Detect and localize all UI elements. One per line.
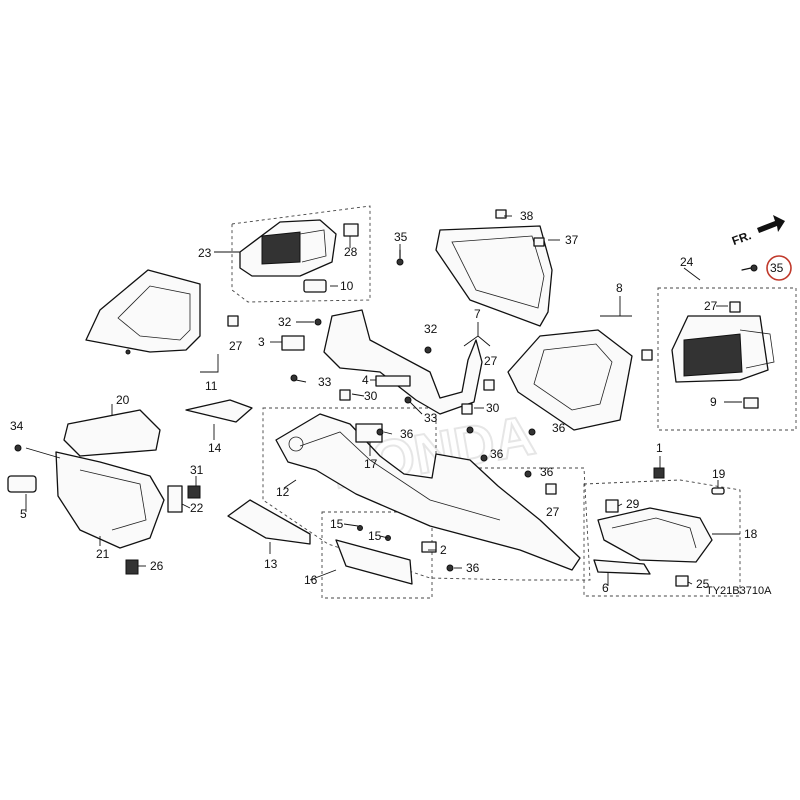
part-3-bracket xyxy=(281,335,305,351)
callout-33-label: 33 xyxy=(318,375,332,389)
callout-27-label: 27 xyxy=(229,339,243,353)
part-2-clip xyxy=(421,541,437,553)
part-23-vent-assembly xyxy=(239,219,337,277)
callout-10-label: 10 xyxy=(340,279,354,293)
part-20-column-cover-upper xyxy=(63,409,161,457)
callout-14-label: 14 xyxy=(208,441,222,455)
part-21-column-cover-lower xyxy=(55,451,165,549)
callout-36-label: 36 xyxy=(552,421,566,435)
part-14-trim xyxy=(185,399,253,423)
callout-labels: 23 28 10 35 38 37 8 24 27 9 35 7 32 3 32 27 4 33 30 33 30 27 1… xyxy=(10,209,784,595)
part-8-right-panel xyxy=(507,329,633,431)
part-9-connector xyxy=(743,397,759,409)
part-10-sensor xyxy=(303,279,327,293)
part-19-pin xyxy=(711,487,725,495)
callout-36-label: 36 xyxy=(540,465,554,479)
part-35-screw-right xyxy=(741,264,758,272)
callout-9-label: 9 xyxy=(710,395,717,409)
highlight-ring xyxy=(766,255,792,281)
part-32-screws xyxy=(314,318,432,354)
callout-27-label: 27 xyxy=(704,299,718,313)
callout-34-label: 34 xyxy=(10,419,24,433)
callout-4-label: 4 xyxy=(362,373,369,387)
callout-33-label: 33 xyxy=(424,411,438,425)
part-35-screw-upper xyxy=(396,249,404,266)
callout-27-label: 27 xyxy=(484,354,498,368)
callout-17-label: 17 xyxy=(364,457,378,471)
group-outlines xyxy=(231,205,797,599)
callout-23-label: 23 xyxy=(198,246,212,260)
part-12-lower-panel xyxy=(275,413,581,571)
callout-38-label: 38 xyxy=(520,209,534,223)
callout-11-label: 11 xyxy=(205,379,218,393)
front-label: FR. xyxy=(730,228,753,248)
callout-22-label: 22 xyxy=(190,501,204,515)
callout-30-label: 30 xyxy=(486,401,500,415)
part-7-center-bracket xyxy=(323,309,483,415)
callout-27-label: 27 xyxy=(546,505,560,519)
leader-lines xyxy=(25,215,742,586)
callout-29-label: 29 xyxy=(626,497,640,511)
front-arrow-icon xyxy=(757,215,785,233)
part-22-bracket xyxy=(167,485,183,513)
callout-15-label: 15 xyxy=(368,529,382,543)
part-26-bolt xyxy=(125,559,139,575)
part-31-bolt xyxy=(187,485,201,499)
part-27-clips xyxy=(227,315,653,495)
part-37-meter-visor xyxy=(435,225,553,327)
callout-32-label: 32 xyxy=(278,315,292,329)
callout-32-label: 32 xyxy=(424,322,438,336)
callout-15-label: 15 xyxy=(330,517,344,531)
callout-3-label: 3 xyxy=(258,335,265,349)
callout-6-label: 6 xyxy=(602,581,609,595)
callout-2-label: 2 xyxy=(440,543,447,557)
part-38-clips xyxy=(495,209,545,247)
part-36-screws xyxy=(376,426,536,572)
part-28-clip xyxy=(343,223,359,237)
part-25-clip xyxy=(675,575,689,587)
callout-18-label: 18 xyxy=(744,527,758,541)
part-29-clip xyxy=(605,499,619,513)
callout-36-label: 36 xyxy=(400,427,414,441)
part-18-box xyxy=(597,507,713,563)
callout-1-label: 1 xyxy=(656,441,663,455)
callout-8-label: 8 xyxy=(616,281,623,295)
callout-35-label: 35 xyxy=(770,261,784,275)
part-13-trim xyxy=(227,499,311,545)
callout-21-label: 21 xyxy=(96,547,110,561)
part-16-lid-assembly xyxy=(335,525,413,585)
callout-28-label: 28 xyxy=(344,245,358,259)
callout-7-label: 7 xyxy=(474,307,481,321)
part-6-mat xyxy=(593,559,651,575)
callout-31-label: 31 xyxy=(190,463,204,477)
callout-35-label: 35 xyxy=(394,230,408,244)
part-4-bracket xyxy=(375,375,411,387)
part-1-clip xyxy=(653,467,665,479)
callout-5-label: 5 xyxy=(20,507,27,521)
callout-16-label: 16 xyxy=(304,573,318,587)
part-33-screws xyxy=(290,374,412,404)
callout-25-label: 25 xyxy=(696,577,710,591)
part-27-clip-vent xyxy=(729,301,741,313)
part-34-screw xyxy=(14,444,22,452)
part-5-switch xyxy=(7,475,37,493)
callout-37-label: 37 xyxy=(565,233,579,247)
callout-26-label: 26 xyxy=(150,559,164,573)
drawing-code: TY21B3710A xyxy=(706,585,772,597)
callout-36-label: 36 xyxy=(490,447,504,461)
callout-24-label: 24 xyxy=(680,255,694,269)
part-11-side-panel xyxy=(85,269,201,355)
callout-30-label: 30 xyxy=(364,389,378,403)
callout-19-label: 19 xyxy=(712,467,726,481)
part-24-side-vent xyxy=(671,315,775,383)
callout-36-label: 36 xyxy=(466,561,480,575)
callout-20-label: 20 xyxy=(116,393,130,407)
front-direction-indicator: FR. xyxy=(730,215,785,248)
callout-12-label: 12 xyxy=(276,485,290,499)
part-30-clips xyxy=(339,389,473,415)
callout-13-label: 13 xyxy=(264,557,278,571)
